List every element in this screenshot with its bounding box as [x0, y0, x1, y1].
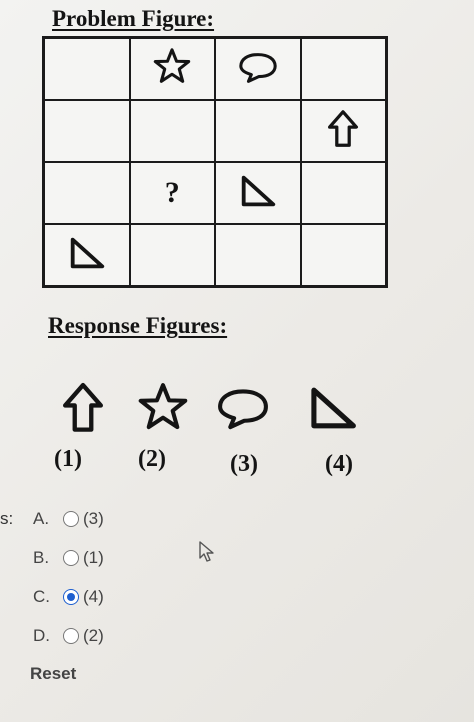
option-letter: A. [33, 509, 50, 528]
arrow-up-icon [322, 108, 364, 155]
answer-option-a[interactable]: s: A. (3) [0, 504, 104, 534]
grid-cell [215, 38, 301, 100]
answer-option-d[interactable]: D. (2) [0, 621, 104, 651]
grid-cell [44, 38, 130, 100]
mouse-cursor-icon [199, 541, 214, 562]
grid-cell [44, 224, 130, 286]
grid-cell [300, 38, 386, 100]
response-figure-4-triangle-icon [302, 378, 364, 438]
response-figure-2-star-icon [132, 378, 194, 438]
option-letter: D. [33, 626, 50, 645]
grid-cell [215, 224, 301, 286]
grid-cell: ? [129, 162, 215, 224]
response-figures-row: (1) (2) (3) (4) [40, 378, 380, 477]
star-icon [151, 46, 193, 93]
grid-cell [129, 38, 215, 100]
radio-button[interactable] [63, 550, 79, 566]
grid-cell [215, 162, 301, 224]
answers-prefix-label: s: [0, 509, 14, 528]
radio-button[interactable] [63, 628, 79, 644]
answer-option-b[interactable]: B. (1) [0, 543, 104, 573]
option-letter: B. [33, 548, 50, 567]
grid-cell [44, 162, 130, 224]
speech-bubble-icon [237, 46, 279, 93]
grid-cell [215, 100, 301, 162]
option-value: (3) [83, 509, 104, 528]
option-letter: C. [33, 587, 50, 606]
problem-figure-grid: ? [42, 36, 388, 288]
option-value: (4) [83, 587, 104, 606]
grid-cell [44, 100, 130, 162]
option-value: (1) [83, 548, 104, 567]
response-figures-heading: Response Figures: [48, 313, 228, 338]
response-figure-1-arrow-up-icon [52, 378, 114, 438]
reset-button[interactable]: Reset [30, 664, 77, 683]
radio-button[interactable] [63, 589, 79, 605]
radio-button[interactable] [63, 511, 79, 527]
response-figure-label: (3) [230, 451, 258, 477]
response-figure-label: (4) [325, 451, 353, 477]
option-value: (2) [83, 626, 104, 645]
missing-figure-question-mark: ? [164, 176, 180, 209]
response-figure-label: (1) [54, 446, 82, 472]
triangle-icon [237, 170, 279, 217]
grid-cell [129, 100, 215, 162]
response-figure-label: (2) [138, 446, 166, 472]
grid-cell [300, 100, 386, 162]
answer-option-c[interactable]: C. (4) [0, 582, 104, 612]
grid-cell [300, 224, 386, 286]
grid-cell [300, 162, 386, 224]
response-figure-3-speech-bubble-icon [212, 378, 274, 438]
grid-cell [129, 224, 215, 286]
triangle-icon [66, 232, 108, 279]
problem-figure-heading: Problem Figure: [52, 6, 215, 31]
